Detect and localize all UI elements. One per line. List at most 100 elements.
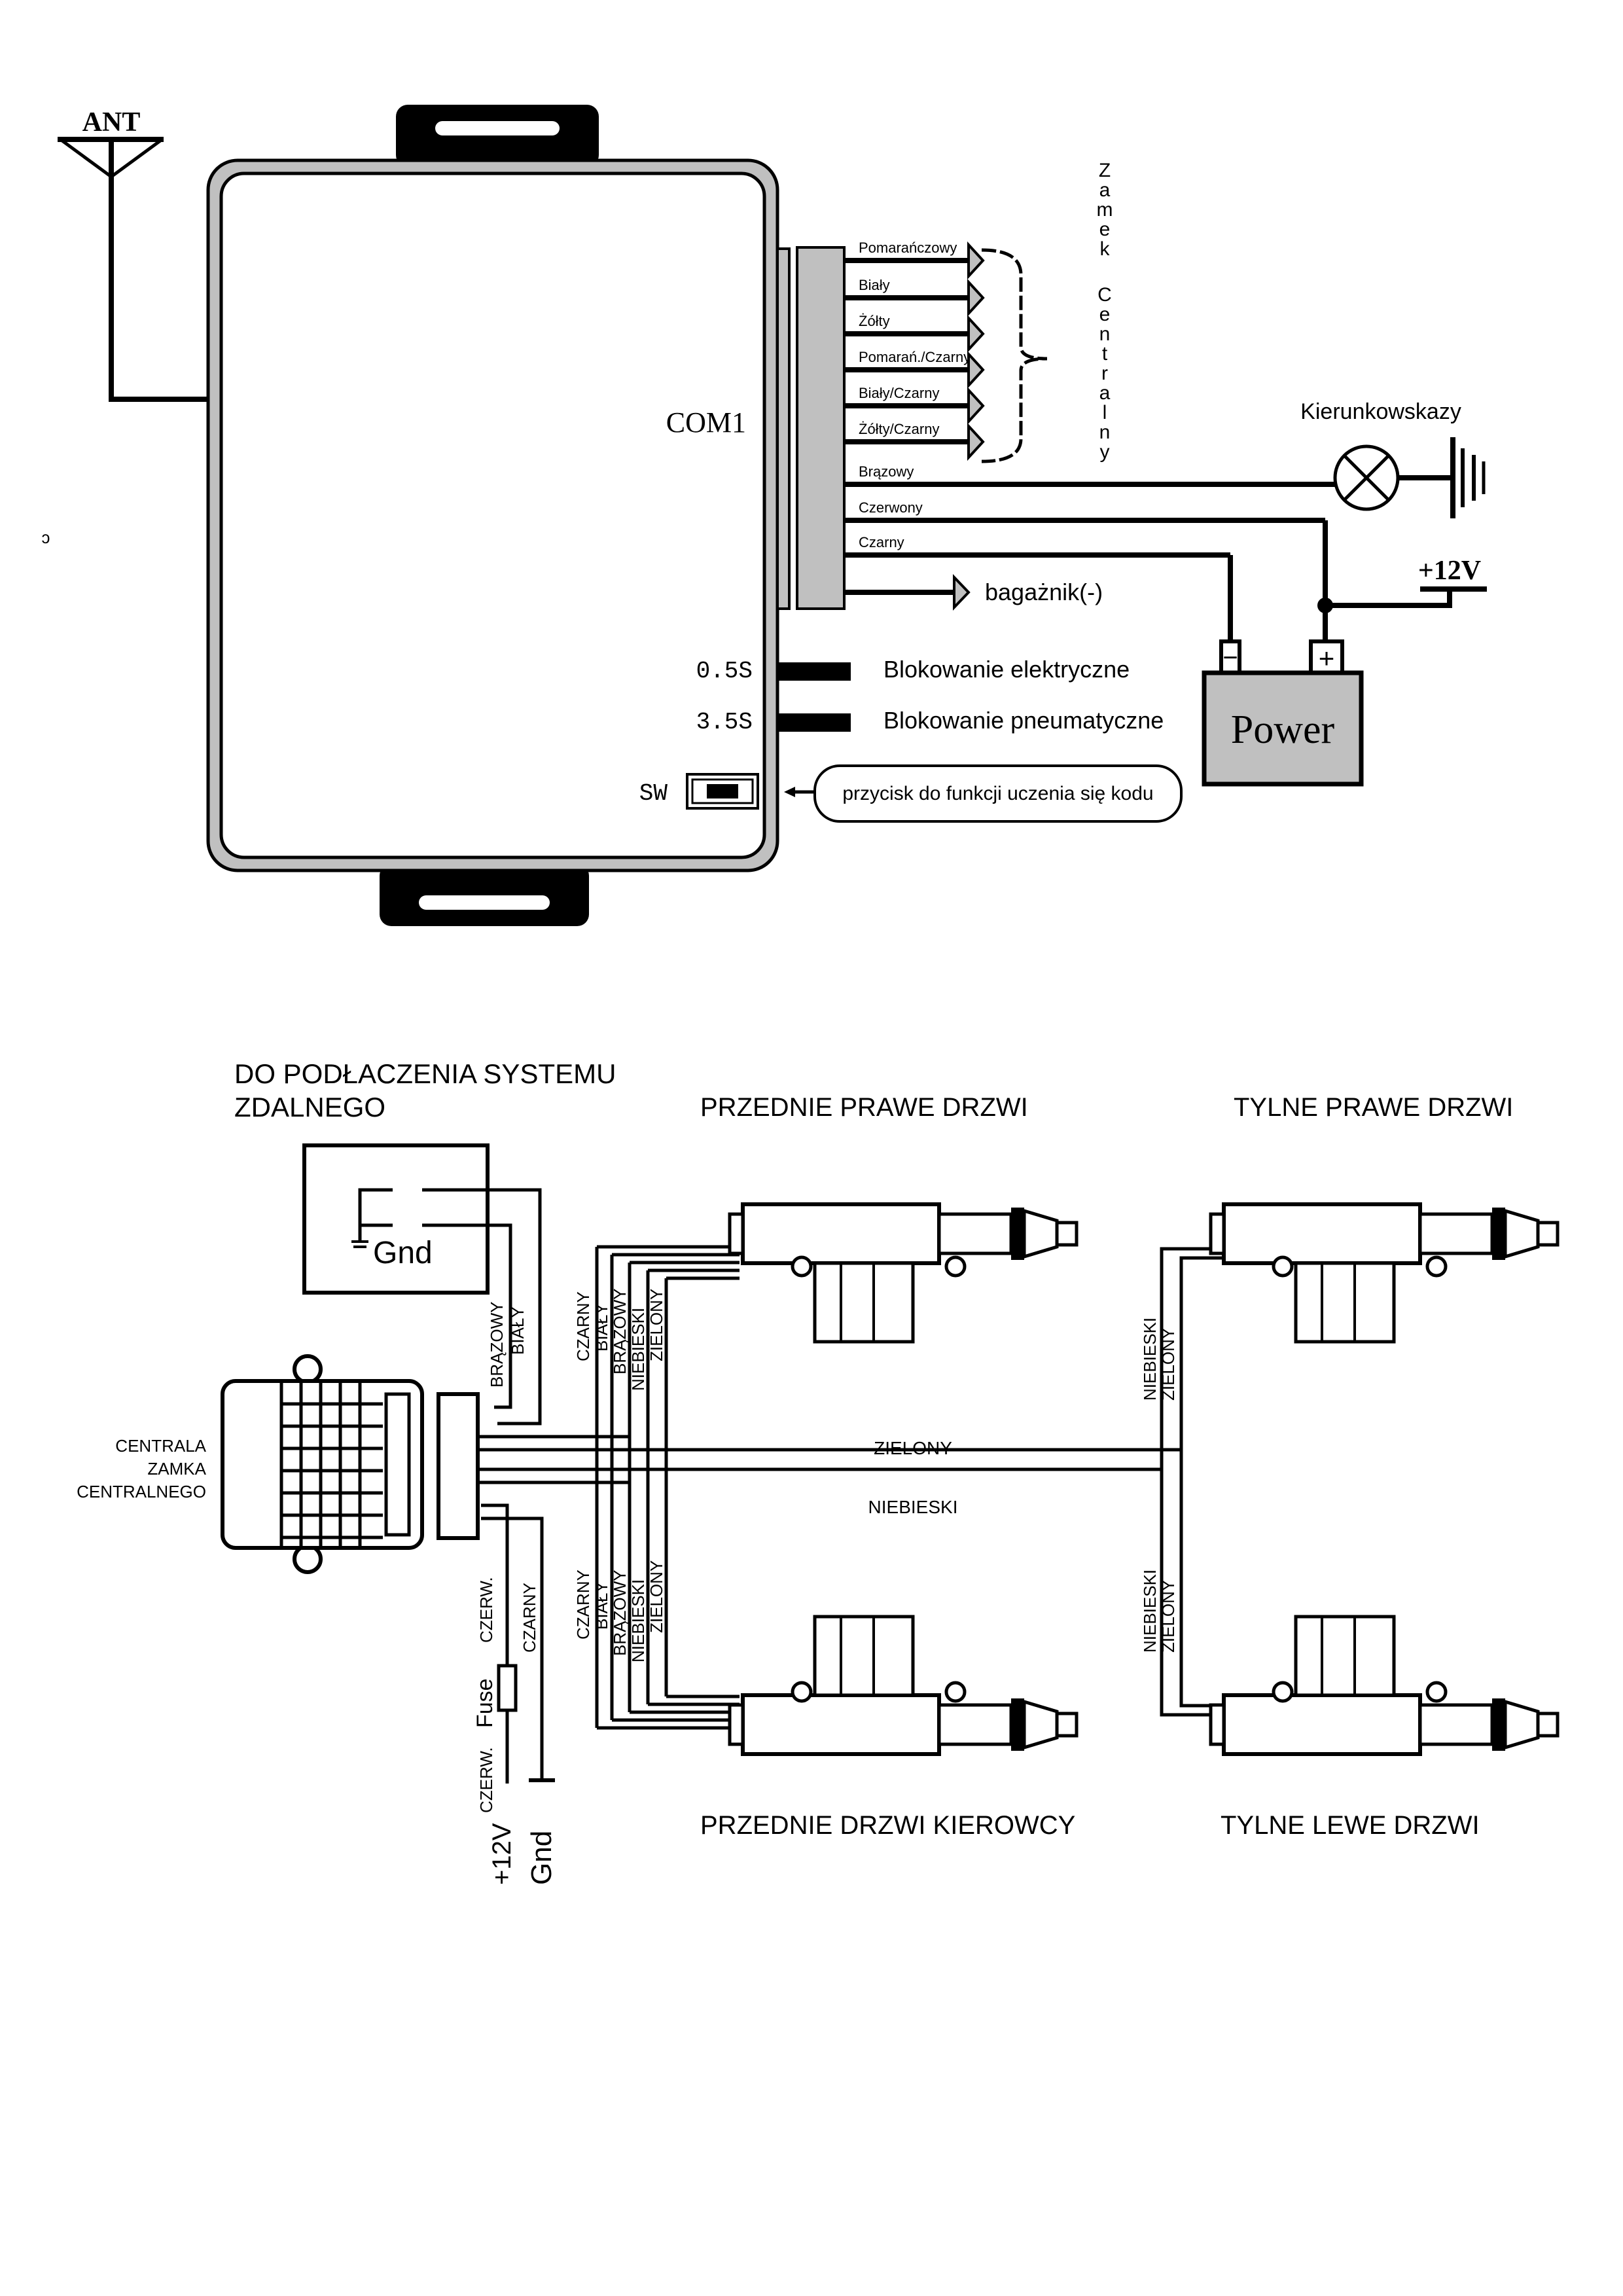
gnd-label: Gnd (526, 1831, 558, 1885)
wire-label-front-upper: ZIELONY (647, 1289, 666, 1361)
wire-label: Czerwony (859, 499, 923, 516)
ground-wire-black (481, 1516, 544, 1780)
wire-label-black: CZARNY (520, 1583, 539, 1653)
rear-bundle-wire (1160, 1247, 1224, 1717)
wire-label-front-lower: BIAŁY (592, 1581, 611, 1630)
plus12-label: +12V (488, 1823, 516, 1885)
wire-label-rear-lower: ZIELONY (1158, 1580, 1178, 1653)
wire-label-front-lower: BRĄZOWY (610, 1570, 630, 1656)
central-lock-diagram: DO PODŁACZENIA SYSTEMU ZDALNEGO Gnd CENT… (77, 1058, 1560, 1885)
antenna-icon (58, 137, 213, 402)
com1-wires: PomarańczowyBiałyŻółtyPomarań./CzarnyBia… (844, 240, 1335, 641)
wire-label: Biały/Czarny (859, 385, 939, 401)
bus-label-green: ZIELONY (874, 1438, 952, 1458)
door-label-front-right: PRZEDNIE PRAWE DRZWI (700, 1093, 1028, 1122)
wire-label-front-upper: BRĄZOWY (610, 1289, 630, 1374)
timing-label-electric: Blokowanie elektryczne (883, 656, 1130, 683)
wire-label: Żółty (859, 313, 890, 329)
fuse-label: Fuse (473, 1678, 497, 1728)
switch-note-bubble (813, 764, 1183, 823)
door-label-rear-right: TYLNE PRAWE DRZWI (1234, 1093, 1513, 1122)
remote-system-box (302, 1143, 490, 1295)
trunk-label: bagażnik(-) (985, 579, 1103, 605)
trunk-arrow-icon (953, 574, 971, 611)
harness-connector (437, 1392, 480, 1540)
wire-arrow-icon (967, 422, 985, 461)
mounting-tab-top (396, 105, 599, 167)
wire-label: Czarny (859, 534, 904, 550)
remote-gnd-label: Gnd (373, 1236, 433, 1270)
remote-wire-brown (422, 1188, 542, 1426)
wire-label-front-lower: NIEBIESKI (628, 1579, 648, 1662)
wire-label-red-lower: CZERW. (476, 1747, 496, 1813)
wire-label-front-upper: NIEBIESKI (628, 1308, 648, 1391)
learn-switch-frame (691, 778, 754, 804)
learn-switch-knob[interactable] (707, 784, 738, 798)
alarm-module-diagram: ANT ↄ COM1 PomarańczowyBiałyŻółtyPomarań… (41, 105, 1487, 926)
timing-output-pneumatic (777, 713, 851, 732)
remote-contact-left (358, 1188, 393, 1227)
wire-label: Żółty/Czarny (859, 421, 939, 437)
ground-icon (1450, 437, 1486, 518)
wire-label-front-upper: BIAŁY (592, 1303, 611, 1352)
actuator-front-right (728, 1202, 1079, 1344)
bus-label-blue: NIEBIESKI (868, 1497, 958, 1517)
central-unit-line1: CENTRALA (115, 1436, 206, 1456)
wire-arrow-icon (967, 386, 985, 425)
wire-label-front-lower: ZIELONY (647, 1560, 666, 1633)
wire-label-red-upper: CZERW. (476, 1577, 496, 1643)
group-brace (981, 248, 1048, 463)
wire-label: Biały (859, 277, 890, 293)
wire-arrow-icon (967, 278, 985, 317)
harness-wires (478, 1245, 1224, 1730)
supply-label: +12V (1418, 556, 1481, 586)
module-face (219, 171, 766, 859)
stray-mark: ↄ (41, 529, 51, 548)
battery (1202, 670, 1364, 787)
remote-title-line2: ZDALNEGO (234, 1092, 385, 1122)
wire-label-rear-upper: NIEBIESKI (1140, 1318, 1160, 1401)
supply-wire (1325, 589, 1452, 608)
wire-label-remote-white: BIAŁY (508, 1306, 527, 1355)
wire-label-front-lower: CZARNY (573, 1570, 593, 1640)
rear-bundle-wire (1179, 1256, 1224, 1708)
central-unit-line2: ZAMKA (147, 1459, 206, 1479)
wire-label-remote-brown: BRĄZOWY (487, 1302, 507, 1388)
remote-wire-white (422, 1223, 512, 1409)
turn-signal-label: Kierunkowskazy (1300, 399, 1461, 424)
wire-label: Brązowy (859, 463, 914, 480)
fuse-icon (497, 1664, 518, 1712)
wire-label-front-upper: CZARNY (573, 1291, 593, 1361)
switch-label: SW (639, 780, 668, 807)
wire-label-rear-lower: NIEBIESKI (1140, 1570, 1160, 1653)
timing-value-electric: 0.5S (696, 658, 753, 685)
wire-label: Pomarań./Czarny (859, 349, 971, 365)
timing-output-electric (777, 662, 851, 681)
com1-connector (796, 246, 846, 610)
door-label-front-driver: PRZEDNIE DRZWI KIEROWCY (700, 1811, 1075, 1840)
mounting-slot-bottom (419, 895, 550, 910)
connector-label: COM1 (666, 406, 746, 439)
switch-note: przycisk do funkcji uczenia się kodu (842, 783, 1153, 804)
timing-label-pneumatic: Blokowanie pneumatyczne (883, 707, 1164, 734)
junction-dot (1317, 598, 1333, 613)
connector-strip-thin (776, 247, 791, 610)
battery-minus-label: − (1222, 643, 1238, 672)
wire-arrow-icon (967, 241, 985, 280)
wire-arrow-icon (967, 314, 985, 353)
timing-value-pneumatic: 3.5S (696, 709, 753, 736)
lamp-icon (1333, 444, 1400, 511)
antenna-label: ANT (82, 107, 141, 137)
callout-arrow-icon (784, 787, 795, 797)
central-lock-unit (221, 1354, 480, 1574)
remote-title-line1: DO PODŁACZENIA SYSTEMU (234, 1058, 616, 1089)
central-unit-line3: CENTRALNEGO (77, 1482, 206, 1501)
mounting-tab-bottom (380, 864, 589, 926)
actuator-front-driver (728, 1615, 1079, 1756)
wire-label-rear-upper: ZIELONY (1158, 1328, 1178, 1401)
wire-arrow-icon (967, 350, 985, 389)
door-label-rear-left: TYLNE LEWE DRZWI (1221, 1811, 1480, 1840)
actuator-rear-left (1209, 1615, 1560, 1756)
